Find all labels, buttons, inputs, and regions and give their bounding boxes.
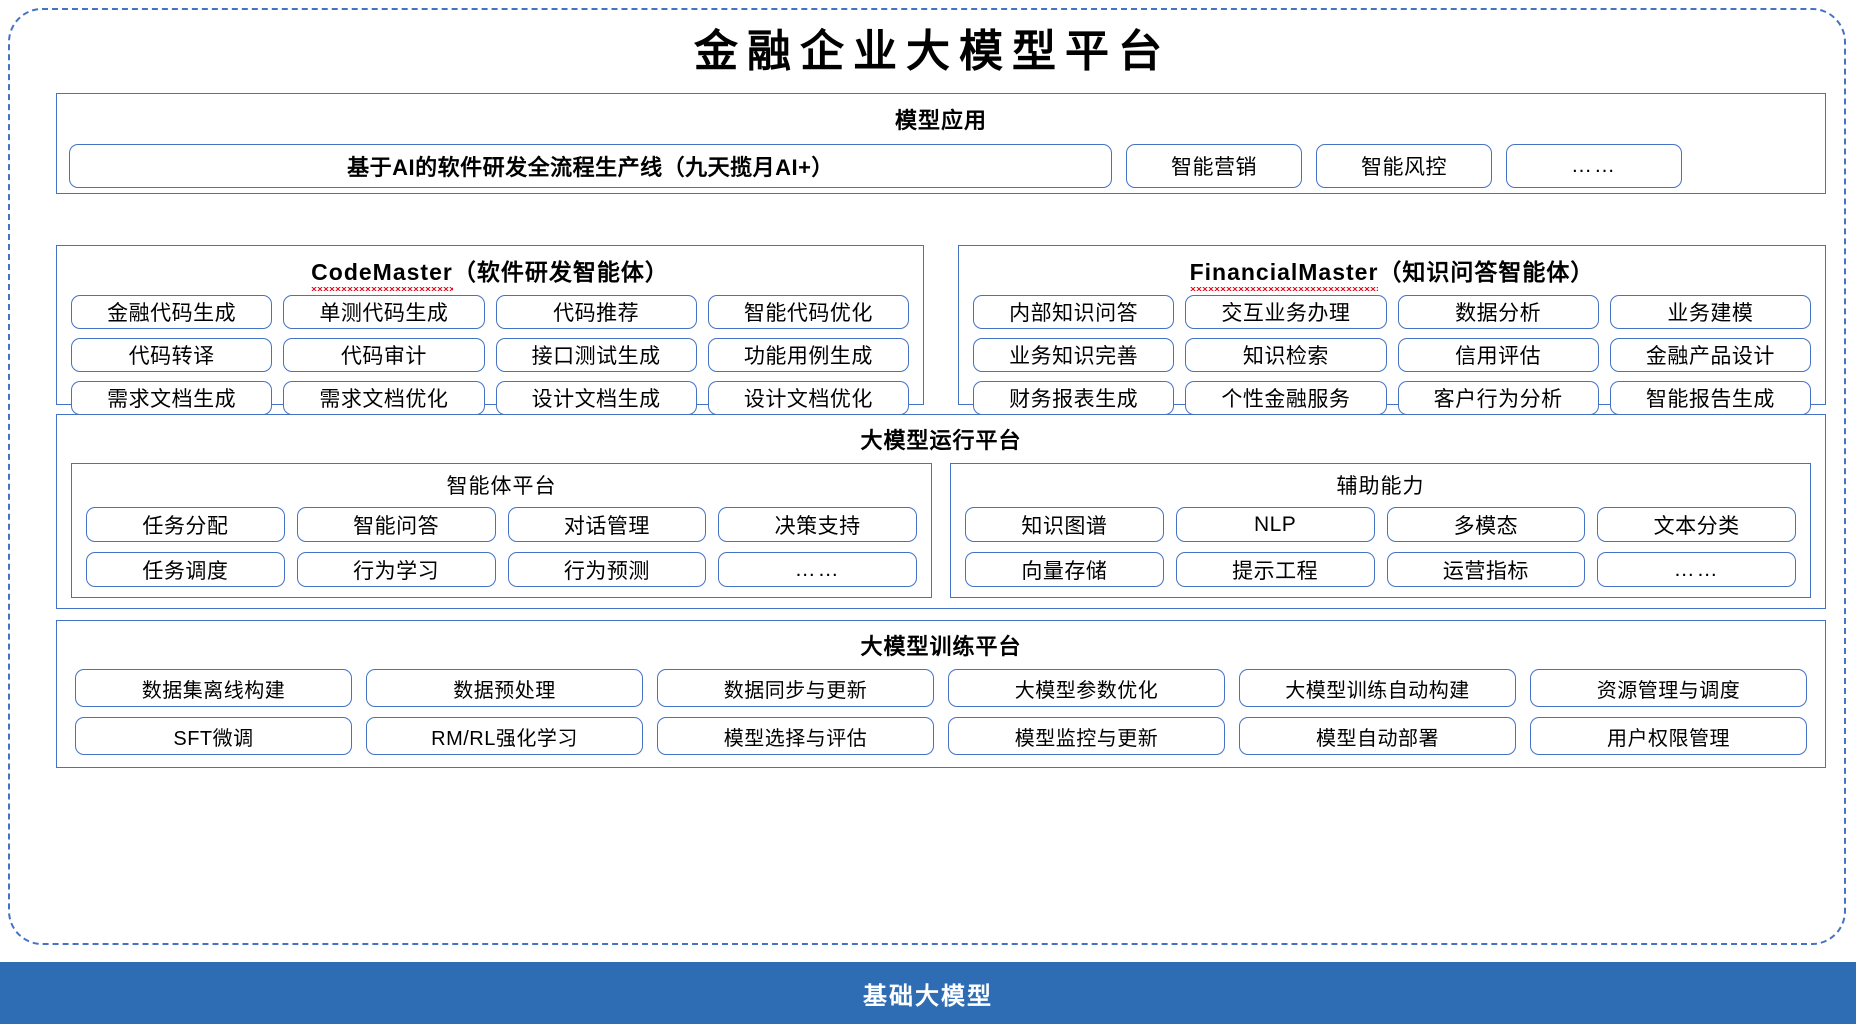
application-items-row: 基于AI的软件研发全流程生产线（九天揽月AI+） 智能营销 智能风控 …… xyxy=(57,144,1825,188)
training-platform-grid: 数据集离线构建 数据预处理 数据同步与更新 大模型参数优化 大模型训练自动构建 … xyxy=(57,661,1825,755)
auxiliary-item-0[interactable]: 知识图谱 xyxy=(965,507,1164,542)
app-item-more[interactable]: …… xyxy=(1506,144,1682,188)
panel-title-model-applications: 模型应用 xyxy=(894,108,987,133)
auxiliary-item-5[interactable]: 提示工程 xyxy=(1175,552,1375,587)
codemaster-item-1[interactable]: 单测代码生成 xyxy=(283,295,485,329)
panel-codemaster: CodeMaster（软件研发智能体） 金融代码生成 单测代码生成 代码推荐 智… xyxy=(56,245,924,415)
codemaster-item-9[interactable]: 需求文档优化 xyxy=(283,381,485,415)
agent-platform-item-6[interactable]: 行为预测 xyxy=(507,552,707,587)
codemaster-item-11[interactable]: 设计文档优化 xyxy=(707,381,909,415)
financialmaster-item-2[interactable]: 数据分析 xyxy=(1397,295,1599,329)
panel-model-applications: 模型应用 基于AI的软件研发全流程生产线（九天揽月AI+） 智能营销 智能风控 … xyxy=(56,93,1826,194)
auxiliary-item-4[interactable]: 向量存储 xyxy=(965,552,1164,587)
financialmaster-item-3[interactable]: 业务建模 xyxy=(1609,295,1811,329)
codemaster-capability-grid: 金融代码生成 单测代码生成 代码推荐 智能代码优化 代码转译 代码审计 接口测试… xyxy=(57,287,923,415)
financialmaster-item-10[interactable]: 客户行为分析 xyxy=(1397,381,1599,415)
financialmaster-item-11[interactable]: 智能报告生成 xyxy=(1609,381,1811,415)
financialmaster-capability-grid: 内部知识问答 交互业务办理 数据分析 业务建模 业务知识完善 知识检索 信用评估… xyxy=(959,287,1825,415)
training-item-6[interactable]: SFT微调 xyxy=(75,717,352,755)
training-item-10[interactable]: 模型自动部署 xyxy=(1239,717,1516,755)
auxiliary-capabilities-grid: 知识图谱 NLP 多模态 文本分类 向量存储 提示工程 运营指标 …… xyxy=(951,500,1810,587)
training-item-8[interactable]: 模型选择与评估 xyxy=(657,717,934,755)
financialmaster-item-8[interactable]: 财务报表生成 xyxy=(973,381,1175,415)
training-item-1[interactable]: 数据预处理 xyxy=(366,669,643,707)
codemaster-item-0[interactable]: 金融代码生成 xyxy=(71,295,273,329)
auxiliary-item-1[interactable]: NLP xyxy=(1175,507,1375,542)
subpanel-auxiliary-capabilities: 辅助能力 知识图谱 NLP 多模态 文本分类 向量存储 提示工程 运营指标 …… xyxy=(950,463,1811,598)
panel-title-runtime-platform: 大模型运行平台 xyxy=(860,428,1022,453)
financialmaster-name-cn: （知识问答智能体） xyxy=(1378,259,1595,285)
agent-platform-item-more[interactable]: …… xyxy=(718,552,917,587)
subpanel-title-agent-platform: 智能体平台 xyxy=(446,475,557,498)
codemaster-item-10[interactable]: 设计文档生成 xyxy=(495,381,697,415)
app-item-pipeline[interactable]: 基于AI的软件研发全流程生产线（九天揽月AI+） xyxy=(69,144,1112,188)
page-title: 金融企业大模型平台 xyxy=(694,27,1171,76)
panel-title-training-platform: 大模型训练平台 xyxy=(860,634,1022,659)
financialmaster-item-4[interactable]: 业务知识完善 xyxy=(973,338,1175,372)
financialmaster-item-6[interactable]: 信用评估 xyxy=(1397,338,1599,372)
agent-platform-item-5[interactable]: 行为学习 xyxy=(296,552,496,587)
codemaster-name-cn: （软件研发智能体） xyxy=(452,259,669,285)
training-item-7[interactable]: RM/RL强化学习 xyxy=(366,717,643,755)
panel-title-financialmaster: FinancialMaster（知识问答智能体） xyxy=(959,253,1825,291)
codemaster-item-5[interactable]: 代码审计 xyxy=(283,338,485,372)
financialmaster-item-7[interactable]: 金融产品设计 xyxy=(1609,338,1811,372)
agent-platform-item-0[interactable]: 任务分配 xyxy=(86,507,285,542)
runtime-subpanels: 智能体平台 任务分配 智能问答 对话管理 决策支持 任务调度 行为学习 行为预测… xyxy=(57,455,1825,598)
codemaster-item-4[interactable]: 代码转译 xyxy=(71,338,273,372)
codemaster-item-3[interactable]: 智能代码优化 xyxy=(707,295,909,329)
codemaster-item-2[interactable]: 代码推荐 xyxy=(495,295,697,329)
codemaster-item-6[interactable]: 接口测试生成 xyxy=(495,338,697,372)
training-item-3[interactable]: 大模型参数优化 xyxy=(948,669,1225,707)
codemaster-item-7[interactable]: 功能用例生成 xyxy=(707,338,909,372)
agent-platform-item-3[interactable]: 决策支持 xyxy=(718,507,917,542)
financialmaster-name-en: FinancialMaster xyxy=(1189,259,1379,291)
subpanel-title-auxiliary-capabilities: 辅助能力 xyxy=(1336,475,1425,498)
agent-platform-item-4[interactable]: 任务调度 xyxy=(86,552,285,587)
panel-training-platform: 大模型训练平台 数据集离线构建 数据预处理 数据同步与更新 大模型参数优化 大模… xyxy=(56,620,1826,768)
training-item-4[interactable]: 大模型训练自动构建 xyxy=(1239,669,1516,707)
subpanel-agent-platform: 智能体平台 任务分配 智能问答 对话管理 决策支持 任务调度 行为学习 行为预测… xyxy=(71,463,932,598)
codemaster-item-8[interactable]: 需求文档生成 xyxy=(71,381,273,415)
training-item-11[interactable]: 用户权限管理 xyxy=(1530,717,1807,755)
training-item-9[interactable]: 模型监控与更新 xyxy=(948,717,1225,755)
training-item-5[interactable]: 资源管理与调度 xyxy=(1530,669,1807,707)
financialmaster-item-0[interactable]: 内部知识问答 xyxy=(973,295,1175,329)
auxiliary-item-more[interactable]: …… xyxy=(1597,552,1796,587)
financialmaster-item-5[interactable]: 知识检索 xyxy=(1185,338,1387,372)
codemaster-name-en: CodeMaster xyxy=(311,259,453,291)
auxiliary-item-3[interactable]: 文本分类 xyxy=(1597,507,1796,542)
panel-runtime-platform: 大模型运行平台 智能体平台 任务分配 智能问答 对话管理 决策支持 任务调度 行… xyxy=(56,414,1826,609)
agent-platform-grid: 任务分配 智能问答 对话管理 决策支持 任务调度 行为学习 行为预测 …… xyxy=(72,500,931,587)
auxiliary-item-2[interactable]: 多模态 xyxy=(1386,507,1586,542)
financialmaster-item-1[interactable]: 交互业务办理 xyxy=(1185,295,1387,329)
auxiliary-item-6[interactable]: 运营指标 xyxy=(1386,552,1586,587)
agent-platform-item-1[interactable]: 智能问答 xyxy=(296,507,496,542)
base-model-bar: 基础大模型 xyxy=(0,962,1856,1024)
financialmaster-item-9[interactable]: 个性金融服务 xyxy=(1185,381,1387,415)
app-item-smart-marketing[interactable]: 智能营销 xyxy=(1126,144,1302,188)
agent-platform-item-2[interactable]: 对话管理 xyxy=(507,507,707,542)
training-item-2[interactable]: 数据同步与更新 xyxy=(657,669,934,707)
panel-financialmaster: FinancialMaster（知识问答智能体） 内部知识问答 交互业务办理 数… xyxy=(958,245,1826,415)
app-item-smart-risk-control[interactable]: 智能风控 xyxy=(1316,144,1492,188)
training-item-0[interactable]: 数据集离线构建 xyxy=(75,669,352,707)
panel-title-codemaster: CodeMaster（软件研发智能体） xyxy=(57,253,923,291)
